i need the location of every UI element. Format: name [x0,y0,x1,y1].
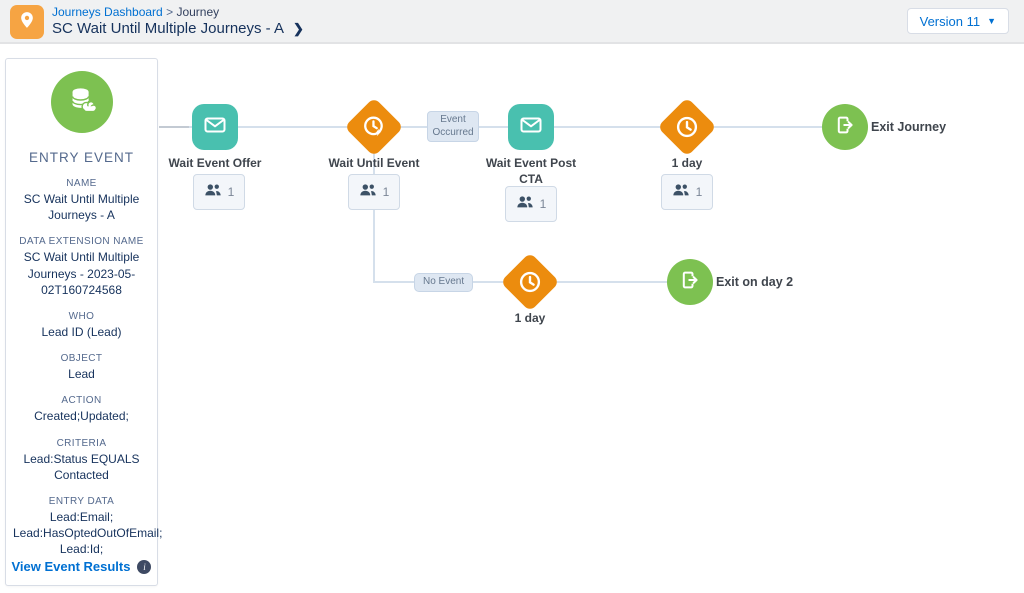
chevron-right-icon[interactable]: ❯ [293,20,304,36]
people-icon [516,195,534,214]
node-wait-event-post-cta[interactable] [508,104,554,150]
node-wait-event-offer[interactable] [192,104,238,150]
people-icon [359,183,377,202]
node-exit-on-day-2[interactable] [667,259,713,305]
node-wait-until-event[interactable] [344,97,404,157]
page-title: SC Wait Until Multiple Journeys - A [52,20,285,37]
node-label: Wait Event Post CTA [485,156,577,186]
population-count-badge: 1 [505,186,557,222]
connector-main [159,126,845,128]
field-data-extension-name: DATA EXTENSION NAME SC Wait Until Multip… [13,236,150,298]
envelope-icon [203,113,227,142]
field-label: NAME [66,178,97,189]
population-count-badge: 1 [661,174,713,210]
field-label: ENTRY DATA [48,495,115,507]
breadcrumb-current: Journey [176,5,220,19]
node-label: Wait Event Offer [168,156,262,170]
people-icon [204,183,222,202]
path-label-no-event: No Event [414,273,474,292]
clock-icon [666,106,708,148]
field-value: Created;Updated; [34,409,129,424]
field-label: WHO [68,310,95,322]
field-label: DATA EXTENSION NAME [19,236,144,248]
version-dropdown-button[interactable]: Version 11 ▼ [906,8,1009,34]
connector-entry-stub [159,126,189,128]
breadcrumb: Journeys Dashboard > Journey [52,5,219,19]
field-value: SC Wait Until Multiple Journeys - 2023-0… [23,250,140,297]
population-count: 1 [539,197,547,211]
node-wait-1-day-branch[interactable] [500,252,560,312]
clock-icon [509,261,551,303]
field-label: ACTION [61,395,102,407]
node-label: Wait Until Event [328,156,420,170]
path-label-event-occurred: Event Occurred [427,111,479,142]
connector-branch-vertical [373,148,375,282]
view-event-results-link[interactable]: View Event Results [11,559,131,574]
field-criteria: CRITERIA Lead:Status EQUALS Contacted [13,438,150,483]
field-value: Lead:Status EQUALS Contacted [23,451,140,482]
breadcrumb-separator: > [166,5,174,19]
field-who: WHO Lead ID (Lead) [13,311,150,340]
info-icon[interactable]: i [137,559,152,574]
journey-canvas[interactable]: Event Occurred No Event Wait Event Offer… [0,46,1024,593]
field-object: OBJECT Lead [13,353,150,382]
node-label: Exit on day 2 [716,275,794,289]
title-row: SC Wait Until Multiple Journeys - A ❯ [52,20,304,37]
exit-arrow-icon [678,268,702,297]
entry-event-panel: ENTRY EVENT NAME SC Wait Until Multiple … [5,58,163,586]
caret-down-icon: ▼ [987,15,996,26]
node-label: 1 day [671,156,703,170]
breadcrumb-journeys-dashboard-link[interactable]: Journeys Dashboard [52,5,163,19]
exit-arrow-icon [833,113,857,142]
node-exit-journey[interactable] [822,104,868,150]
journey-app-badge [10,5,44,39]
entry-event-heading: ENTRY EVENT [28,150,135,165]
field-value: Lead ID (Lead) [41,324,122,339]
version-label: Version 11 [919,13,981,29]
clock-bolt-icon [353,106,395,148]
entry-event-icon-circle [50,71,113,133]
field-entry-data: ENTRY DATA Lead:Email; Lead:HasOptedOutO… [13,495,163,558]
field-label: CRITERIA [56,437,107,449]
field-value: Lead:Email; Lead:HasOptedOutOfEmail; Lea… [13,509,163,557]
field-label: OBJECT [60,353,103,365]
envelope-icon [519,113,543,142]
map-pin-icon [17,10,37,35]
population-count: 1 [695,185,703,199]
node-label: Exit Journey [871,120,947,134]
field-value: Lead [68,367,95,382]
population-count-badge: 1 [348,174,400,210]
node-label: 1 day [514,311,546,325]
page-header: Journeys Dashboard > Journey SC Wait Unt… [0,0,1024,44]
population-count: 1 [382,185,390,199]
population-count-badge: 1 [193,174,245,210]
node-wait-1-day[interactable] [657,97,717,157]
people-icon [672,183,690,202]
data-extension-icon [65,83,99,122]
field-action: ACTION Created;Updated; [13,395,150,424]
view-event-results-row: View Event Results i [6,559,157,574]
field-value: SC Wait Until Multiple Journeys - A [23,192,140,223]
population-count: 1 [227,185,235,199]
field-name: NAME SC Wait Until Multiple Journeys - A [13,178,150,223]
